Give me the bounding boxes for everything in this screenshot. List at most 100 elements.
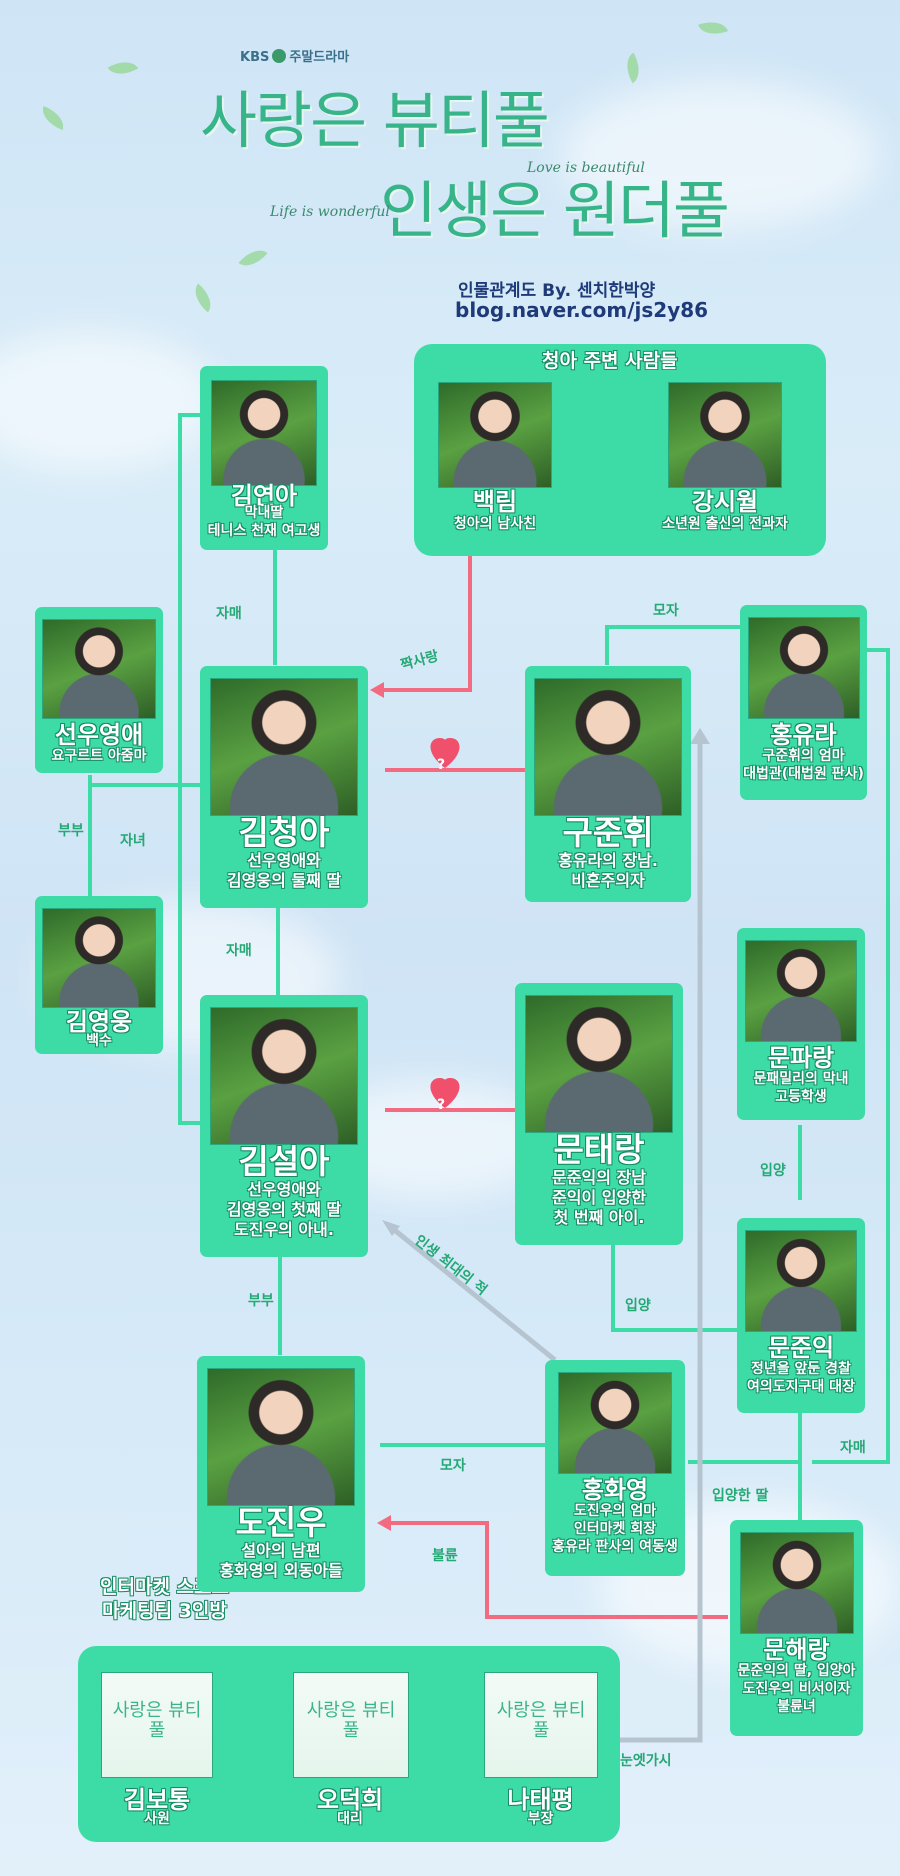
character-desc: 요구르트 아줌마 (51, 748, 147, 764)
rival-line (390, 1226, 557, 1362)
character-card-kim-chung-a[interactable]: 김청아 선우영애와 김영웅의 둘째 딸 (200, 666, 368, 908)
character-desc: 설아의 남편 홍화영의 외동아들 (219, 1541, 343, 1580)
character-name: 김영웅 (65, 1008, 133, 1036)
character-desc: 문패밀리의 막내 고등학생 (753, 1071, 849, 1105)
character-card-moon-tae-rang[interactable]: 문태랑 문준익의 장남 준익이 입양한 첫 번째 아이. (515, 983, 683, 1245)
character-photo (739, 1532, 854, 1634)
character-photo (558, 1372, 672, 1474)
affair-arrow-line (385, 1521, 728, 1619)
character-desc: 선우영애와 김영웅의 첫째 딸 도진우의 아내. (226, 1180, 342, 1239)
character-desc: 백수 (86, 1033, 112, 1049)
title-line-1: 사랑은 뷰티풀 (200, 84, 550, 157)
relation-label: 눈엣가시 (620, 1753, 672, 1769)
character-desc: 청아의 남사친 (453, 516, 537, 532)
character-name: 오덕희 (316, 1786, 384, 1814)
heart-icon (430, 1078, 460, 1108)
title-line-2: 인생은 원더풀 (380, 174, 730, 247)
relation-label: 자매 (216, 606, 242, 622)
eyesore-arrow-head (690, 728, 710, 744)
character-photo (438, 382, 552, 488)
character-name: 김보통 (123, 1786, 191, 1814)
character-name: 김연아 (230, 482, 298, 510)
character-card-moon-joon-ik[interactable]: 문준익 정년을 앞둔 경찰 여의도지구대 대장 (737, 1218, 865, 1413)
character-card-kim-bo-tong[interactable]: 사랑은 뷰티풀 김보통 사원 (97, 1660, 217, 1827)
character-name: 문해랑 (763, 1636, 830, 1664)
heart-icon (430, 738, 460, 768)
character-desc: 문준익의 딸, 입양아 도진우의 비서이자 불륜녀 (737, 1663, 856, 1715)
character-card-do-jin-woo[interactable]: 도진우 설아의 남편 홍화영의 외동아들 (197, 1356, 365, 1592)
adopt-line-tae-rang (611, 1245, 740, 1332)
character-desc: 선우영애와 김영웅의 둘째 딸 (226, 851, 342, 890)
character-desc: 도진우의 엄마 인터마켓 회장 홍유라 판사의 여동생 (552, 1503, 678, 1555)
character-card-hong-yu-ra[interactable]: 홍유라 구준휘의 엄마 대법관(대법원 판사) (740, 605, 867, 800)
character-card-kim-yeon-a[interactable]: 김연아 막내딸 테니스 천재 여고생 (200, 366, 328, 550)
background-cloud (0, 330, 220, 470)
character-card-kim-young-woong[interactable]: 김영웅 백수 (35, 896, 163, 1054)
character-card-moon-hae-rang[interactable]: 문해랑 문준익의 딸, 입양아 도진우의 비서이자 불륜녀 (730, 1520, 863, 1736)
character-photo (207, 1368, 355, 1506)
relation-label: 모자 (440, 1458, 466, 1474)
character-name: 김청아 (238, 813, 330, 852)
group-title: 청아 주변 사람들 (542, 350, 678, 372)
character-name: 문태랑 (553, 1130, 645, 1169)
character-photo (668, 382, 782, 488)
relation-label: 입양한 딸 (712, 1488, 769, 1504)
character-name: 홍유라 (770, 721, 837, 749)
relation-label: 입양 (760, 1163, 786, 1179)
character-photo-placeholder: 사랑은 뷰티풀 (101, 1672, 213, 1778)
character-name: 홍화영 (581, 1476, 649, 1504)
character-name: 구준휘 (562, 813, 654, 852)
character-name: 백림 (472, 488, 518, 516)
crush-arrow-head (370, 682, 384, 698)
character-card-moon-pa-rang[interactable]: 문파랑 문패밀리의 막내 고등학생 (737, 928, 865, 1120)
relation-label: 자매 (226, 943, 252, 959)
character-desc: 대리 (337, 1811, 363, 1827)
character-card-goo-joon-hwi[interactable]: 구준휘 홍유라의 장남. 비혼주의자 (525, 666, 691, 902)
character-desc: 홍유라의 장남. 비혼주의자 (558, 851, 658, 890)
character-photo-placeholder: 사랑은 뷰티풀 (293, 1672, 409, 1778)
character-desc: 부장 (527, 1811, 554, 1827)
character-card-oh-deok-hee[interactable]: 사랑은 뷰티풀 오덕희 대리 (285, 1660, 415, 1827)
character-name: 선우영애 (54, 721, 144, 749)
kbs2-logo-icon (272, 49, 287, 63)
character-desc: 문준익의 장남 준익이 입양한 첫 번째 아이. (552, 1168, 646, 1227)
character-photo (211, 380, 317, 486)
credit-text: 인물관계도 By. 센치한박양 (458, 281, 656, 301)
affair-arrow-head (377, 1515, 391, 1531)
family-bracket-line (178, 413, 200, 1125)
relation-label: 부부 (248, 1293, 274, 1309)
relation-label: 입양 (625, 1298, 651, 1314)
character-card-hong-hwa-young[interactable]: 홍화영 도진우의 엄마 인터마켓 회장 홍유라 판사의 여동생 (545, 1360, 685, 1576)
character-card-baek-rim[interactable]: 백림 청아의 남사친 (430, 370, 560, 540)
character-name: 나태평 (507, 1786, 574, 1814)
character-desc: 정년을 앞둔 경찰 여의도지구대 대장 (747, 1361, 855, 1395)
character-desc: 사원 (144, 1811, 170, 1827)
relation-label: 부부 (58, 823, 84, 839)
character-card-kim-seol-a[interactable]: 김설아 선우영애와 김영웅의 첫째 딸 도진우의 아내. (200, 995, 368, 1257)
character-photo-placeholder: 사랑은 뷰티풀 (484, 1672, 598, 1778)
character-photo (525, 995, 673, 1133)
character-card-kang-si-wol[interactable]: 강시월 소년원 출신의 전과자 (640, 370, 810, 540)
heart-question-mark: ? (437, 757, 446, 773)
character-card-na-tae-pyung[interactable]: 사랑은 뷰티풀 나태평 부장 (478, 1660, 603, 1827)
character-photo (42, 619, 156, 719)
mother-son-line-yura (605, 625, 740, 665)
character-name: 강시월 (691, 488, 759, 516)
character-photo (534, 678, 682, 816)
character-photo (745, 940, 857, 1042)
character-card-seonwoo-young-ae[interactable]: 선우영애 요구르트 아줌마 (35, 607, 163, 773)
subtitle-english-2: Life is wonderful (270, 204, 390, 220)
heart-question-mark: ? (437, 1097, 446, 1113)
background-cloud (560, 80, 880, 230)
character-name: 도진우 (235, 1503, 327, 1542)
character-name: 문준익 (767, 1334, 835, 1362)
character-photo (42, 908, 156, 1008)
character-photo (210, 1007, 358, 1145)
character-photo (210, 678, 358, 816)
character-photo (745, 1230, 857, 1332)
character-name: 문파랑 (767, 1044, 835, 1072)
subtitle-english-1: Love is beautiful (527, 160, 645, 176)
relation-label: 자매 (840, 1440, 866, 1456)
